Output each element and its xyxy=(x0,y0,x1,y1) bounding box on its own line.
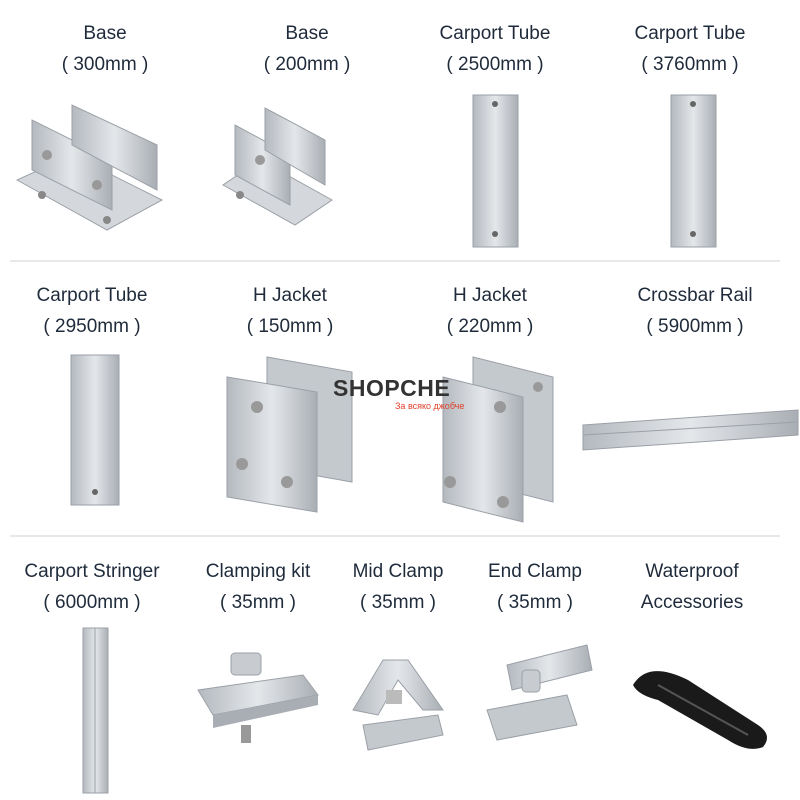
product-size: ( 2950mm ) xyxy=(43,316,141,337)
carport-stringer-image xyxy=(82,627,109,794)
product-size: ( 220mm ) xyxy=(446,316,534,337)
product-label-carport-stringer: Carport Stringer ( 6000mm ) xyxy=(24,556,159,618)
product-label-carport-tube-3760: Carport Tube ( 3760mm ) xyxy=(635,18,746,80)
product-name: H Jacket xyxy=(453,285,527,306)
product-label-base-300: Base ( 300mm ) xyxy=(62,18,149,80)
product-size: Accessories xyxy=(640,592,744,613)
product-size: ( 35mm ) xyxy=(360,592,436,613)
carport-tube-2950-image xyxy=(70,354,120,506)
base-300-image xyxy=(15,104,164,231)
product-size: ( 35mm ) xyxy=(497,592,573,613)
product-label-carport-tube-2500: Carport Tube ( 2500mm ) xyxy=(440,18,551,80)
product-label-clamping-kit: Clamping kit ( 35mm ) xyxy=(206,556,311,618)
product-size: ( 200mm ) xyxy=(263,54,351,75)
product-name: H Jacket xyxy=(253,285,327,306)
product-label-crossbar-rail: Crossbar Rail ( 5900mm ) xyxy=(637,280,752,342)
row-divider xyxy=(10,260,780,262)
product-label-h-jacket-150: H Jacket ( 150mm ) xyxy=(247,280,334,342)
mid-clamp-image xyxy=(352,659,444,751)
product-name: Mid Clamp xyxy=(352,561,444,582)
product-name: Crossbar Rail xyxy=(637,285,753,306)
carport-tube-3760-image xyxy=(670,94,717,248)
product-size: ( 35mm ) xyxy=(219,592,296,613)
watermark-tagline: За всяко джобче xyxy=(395,401,465,411)
product-name: End Clamp xyxy=(488,561,582,582)
h-jacket-150-image xyxy=(226,356,353,513)
product-size: ( 3760mm ) xyxy=(641,54,739,75)
base-200-image xyxy=(222,107,333,226)
product-size: ( 150mm ) xyxy=(246,316,334,337)
product-size: ( 2500mm ) xyxy=(446,54,544,75)
waterproof-seal-image xyxy=(633,671,767,749)
product-name: Carport Tube xyxy=(439,23,551,44)
watermark-brand: SHOPCHE xyxy=(333,375,451,401)
product-label-carport-tube-2950: Carport Tube ( 2950mm ) xyxy=(37,280,148,342)
product-size: ( 6000mm ) xyxy=(43,592,141,613)
product-label-mid-clamp: Mid Clamp ( 35mm ) xyxy=(353,556,444,618)
watermark-logo: SHOPCHE За всяко джобче xyxy=(333,375,473,415)
product-size: ( 300mm ) xyxy=(61,54,149,75)
end-clamp-image xyxy=(486,644,593,741)
carport-tube-2500-image xyxy=(472,94,519,248)
product-name: Clamping kit xyxy=(205,561,311,582)
product-label-base-200: Base ( 200mm ) xyxy=(264,18,351,80)
product-size: ( 5900mm ) xyxy=(646,316,744,337)
clamping-kit-image xyxy=(197,652,319,743)
product-name: Waterproof xyxy=(645,561,739,582)
product-name: Carport Tube xyxy=(36,285,148,306)
product-name: Carport Stringer xyxy=(24,561,160,582)
crossbar-rail-image xyxy=(582,409,799,451)
h-jacket-220-image xyxy=(442,356,554,523)
row-divider xyxy=(10,535,780,537)
product-label-end-clamp: End Clamp ( 35mm ) xyxy=(488,556,582,618)
product-name: Carport Tube xyxy=(634,23,746,44)
product-label-h-jacket-220: H Jacket ( 220mm ) xyxy=(447,280,534,342)
product-name: Base xyxy=(285,23,329,44)
product-name: Base xyxy=(83,23,127,44)
